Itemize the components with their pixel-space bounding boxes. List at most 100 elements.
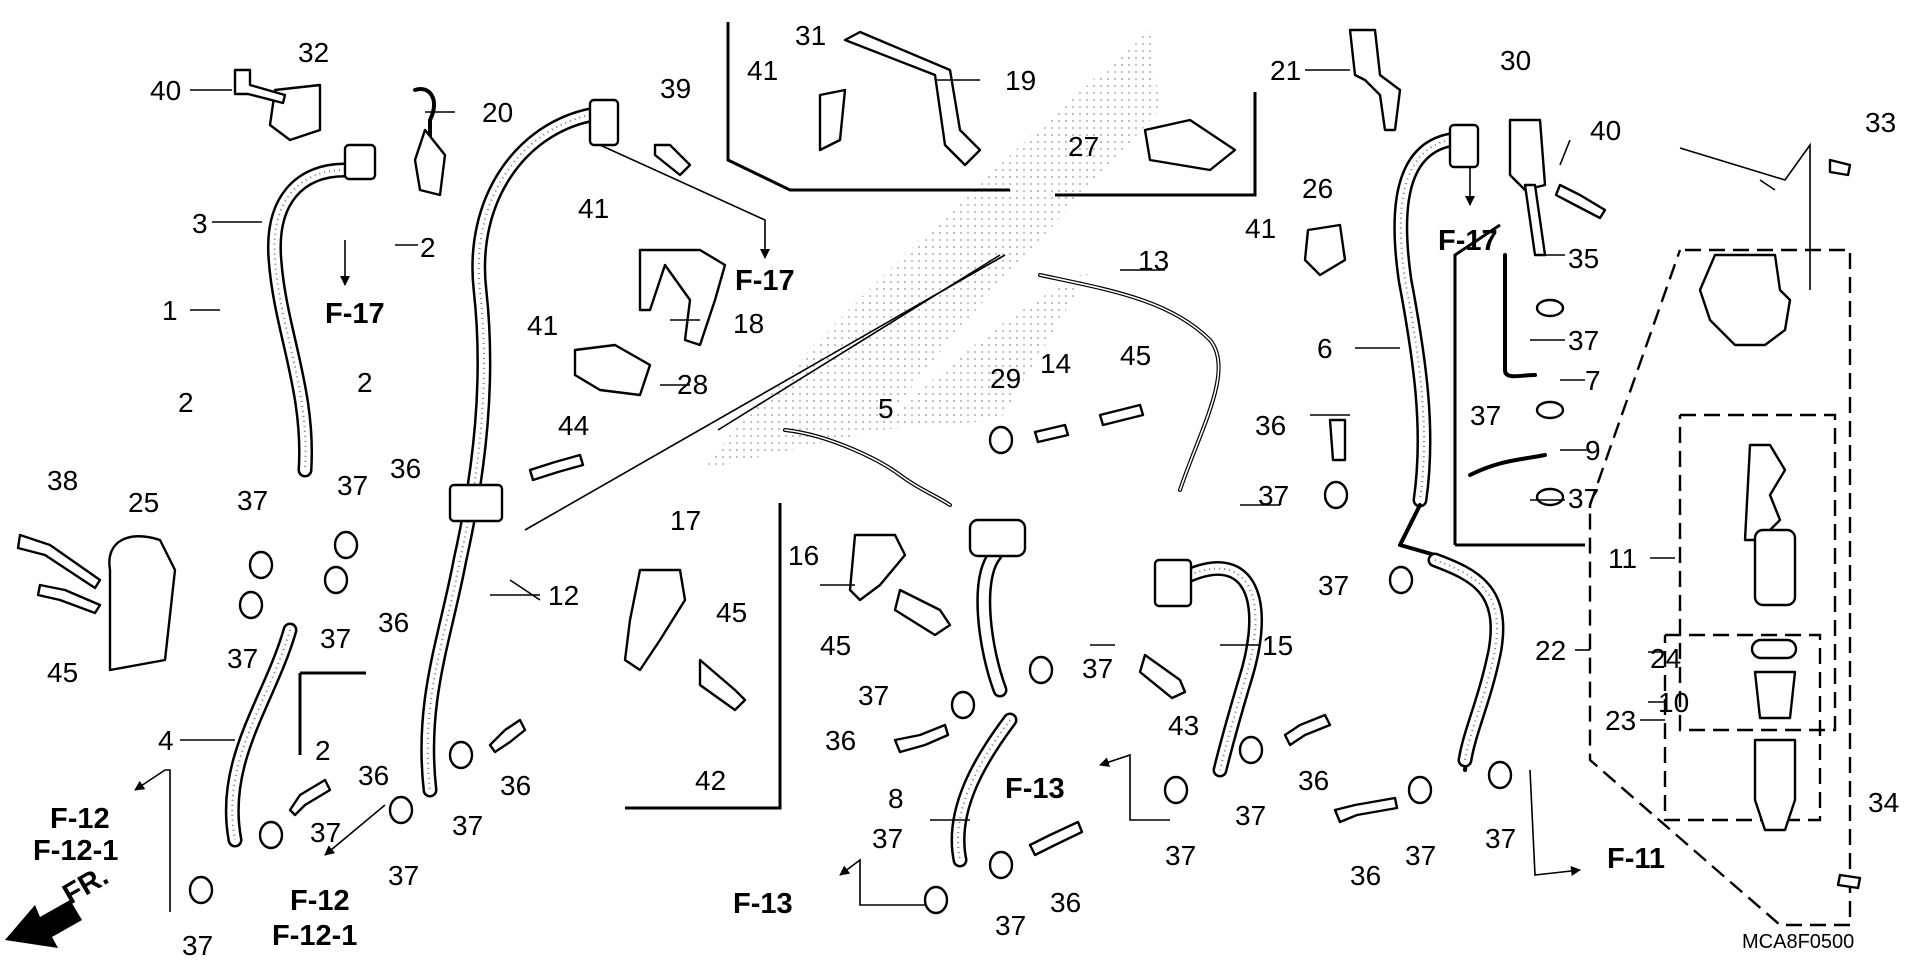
callout-21: 21 (1270, 55, 1301, 86)
callout-43: 43 (1168, 710, 1199, 741)
pipe-7-9 (1468, 253, 1547, 477)
drawing-code: MCA8F0500 (1742, 931, 1854, 953)
callout-37f: 37 (388, 860, 419, 891)
callout-22: 22 (1535, 635, 1566, 666)
ref-f12-b: F-12 (290, 885, 350, 917)
callout-31: 31 (795, 20, 826, 51)
callout-37s: 37 (1568, 325, 1599, 356)
callout-2b: 2 (178, 387, 194, 418)
callout-37r: 37 (1485, 823, 1516, 854)
leader-lines (180, 69, 1776, 821)
brackets (108, 28, 1792, 672)
brand-watermark (700, 30, 1160, 470)
callout-37i: 37 (1082, 653, 1113, 684)
master-cylinder-parts (1743, 443, 1798, 832)
callout-8: 8 (888, 783, 904, 814)
callout-42: 42 (695, 765, 726, 796)
callout-44: 44 (558, 410, 589, 441)
callout-39: 39 (660, 73, 691, 104)
callout-36c: 36 (358, 760, 389, 791)
callout-23: 23 (1605, 705, 1636, 736)
front-arrow-icon (5, 900, 82, 948)
ref-f12-1-b: F-12-1 (272, 920, 357, 952)
washers (188, 298, 1565, 915)
hose-15 (1153, 558, 1263, 778)
callout-36b: 36 (378, 607, 409, 638)
hose-6 (1393, 123, 1505, 772)
callout-36e: 36 (825, 725, 856, 756)
callout-labels: 1 2 2 2 2 3 4 5 6 7 8 9 10 11 12 13 14 1… (47, 20, 1899, 961)
callout-30: 30 (1500, 45, 1531, 76)
callout-19: 19 (1005, 65, 1036, 96)
callout-4: 4 (158, 725, 174, 756)
callout-37h: 37 (182, 930, 213, 960)
callout-15: 15 (1262, 630, 1293, 661)
hose-8 (950, 518, 1027, 868)
ref-f12-a: F-12 (50, 803, 110, 835)
callout-3: 3 (192, 208, 208, 239)
callout-28: 28 (677, 369, 708, 400)
pipe-13 (1038, 273, 1221, 492)
callout-36d: 36 (500, 770, 531, 801)
bolts (16, 68, 1862, 890)
callout-2c: 2 (357, 367, 373, 398)
callout-17: 17 (670, 505, 701, 536)
callout-7: 7 (1585, 365, 1601, 396)
callout-37k: 37 (872, 823, 903, 854)
callout-45b: 45 (716, 597, 747, 628)
callout-36a: 36 (390, 453, 421, 484)
callout-45d: 45 (47, 657, 78, 688)
callout-37c: 37 (227, 643, 258, 674)
callout-40a: 40 (150, 75, 181, 106)
ref-f11: F-11 (1607, 843, 1665, 875)
callout-37j: 37 (858, 680, 889, 711)
callout-34: 34 (1868, 787, 1899, 818)
callout-37a: 37 (237, 485, 268, 516)
callout-29: 29 (990, 363, 1021, 394)
callout-27: 27 (1068, 131, 1099, 162)
callout-37g: 37 (310, 817, 341, 848)
callout-37n: 37 (1235, 800, 1266, 831)
callout-37p: 37 (1318, 570, 1349, 601)
callout-5: 5 (878, 393, 894, 424)
callout-10: 10 (1658, 687, 1689, 718)
callout-26: 26 (1302, 173, 1333, 204)
callout-36i: 36 (1350, 860, 1381, 891)
callout-37l: 37 (995, 910, 1026, 941)
callout-45c: 45 (820, 630, 851, 661)
callout-41d: 41 (1245, 213, 1276, 244)
hose-3 (266, 143, 377, 478)
ref-f13-a: F-13 (1005, 773, 1065, 805)
callout-37u: 37 (1568, 483, 1599, 514)
pipe-20 (413, 87, 436, 172)
hose-12 (420, 98, 620, 798)
reference-arrows (134, 144, 1581, 912)
callout-37e: 37 (452, 810, 483, 841)
callout-11: 11 (1608, 543, 1637, 574)
callout-37m: 37 (1165, 840, 1196, 871)
callout-24: 24 (1650, 643, 1681, 674)
callout-37d: 37 (320, 623, 351, 654)
callout-2a: 2 (420, 232, 436, 263)
callout-36f: 36 (1050, 887, 1081, 918)
callout-41a: 41 (747, 55, 778, 86)
group-boxes (298, 22, 1852, 927)
callout-36g: 36 (1298, 765, 1329, 796)
callout-16: 16 (788, 540, 819, 571)
ref-f12-1-a: F-12-1 (33, 835, 118, 867)
ref-f17-a: F-17 (325, 298, 385, 330)
callout-25: 25 (128, 487, 159, 518)
callout-6: 6 (1317, 333, 1333, 364)
callout-45a: 45 (1120, 340, 1151, 371)
callout-40b: 40 (1590, 115, 1621, 146)
callout-41b: 41 (578, 193, 609, 224)
callout-37t: 37 (1470, 400, 1501, 431)
callout-13: 13 (1138, 245, 1169, 276)
callout-41c: 41 (527, 310, 558, 341)
hose-4 (224, 622, 298, 848)
callout-36h: 36 (1255, 410, 1286, 441)
callout-20: 20 (482, 97, 513, 128)
ref-f13-b: F-13 (733, 888, 793, 920)
pipe-5 (783, 428, 952, 507)
